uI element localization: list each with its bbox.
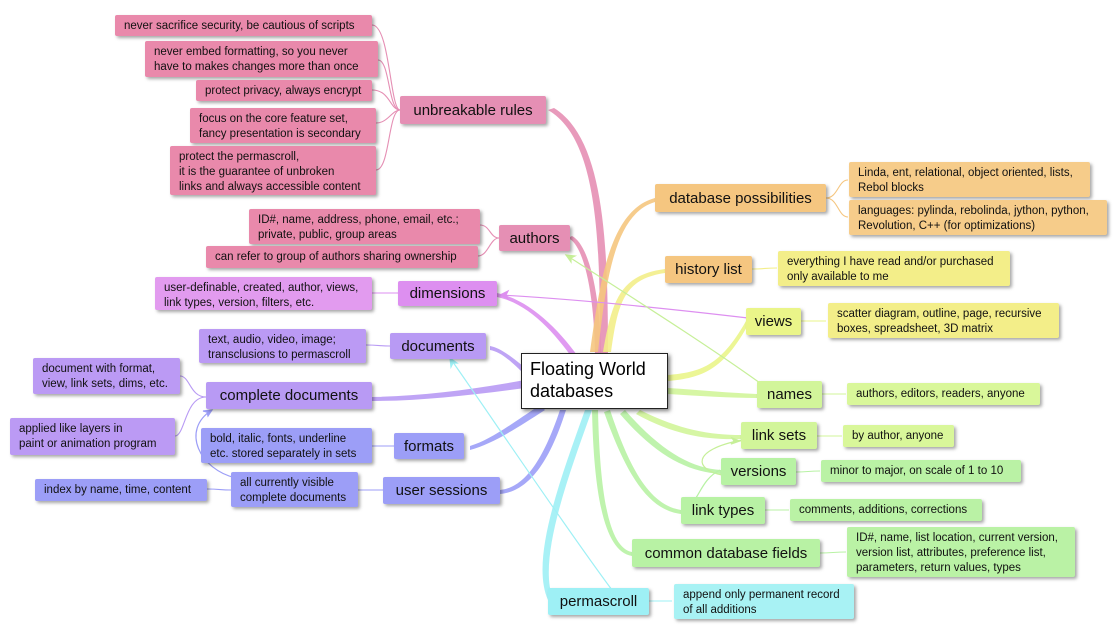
link-sets-branch: link sets bbox=[741, 422, 817, 449]
dimensions-branch: dimensions bbox=[398, 281, 497, 306]
database-possibilities-branch: database possibilities bbox=[655, 184, 826, 212]
names-branch: names bbox=[757, 381, 822, 408]
documents-branch: documents bbox=[390, 333, 486, 359]
complete-documents-branch: complete documents bbox=[206, 382, 372, 409]
authors-fields-leaf: ID#, name, address, phone, email, etc.; … bbox=[249, 209, 480, 244]
permascroll-branch: permascroll bbox=[548, 588, 649, 615]
documents-leaf: text, audio, video, image; transclusions… bbox=[199, 329, 366, 363]
link-sets-leaf: by author, anyone bbox=[843, 425, 954, 447]
rule-formatting-leaf: never embed formatting, so you never hav… bbox=[145, 41, 378, 77]
names-leaf: authors, editors, readers, anyone bbox=[847, 383, 1040, 405]
versions-branch: versions bbox=[721, 458, 796, 485]
views-branch: views bbox=[746, 308, 801, 335]
rule-privacy-leaf: protect privacy, always encrypt bbox=[196, 80, 372, 101]
link-types-branch: link types bbox=[681, 497, 765, 524]
formats-branch: formats bbox=[394, 433, 464, 459]
user-sessions-branch: user sessions bbox=[383, 477, 500, 504]
formats-leaf: bold, italic, fonts, underline etc. stor… bbox=[201, 428, 372, 463]
views-leaf: scatter diagram, outline, page, recursiv… bbox=[828, 303, 1059, 338]
common-database-fields-branch: common database fields bbox=[632, 539, 820, 567]
permascroll-leaf: append only permanent record of all addi… bbox=[674, 584, 854, 619]
versions-leaf: minor to major, on scale of 1 to 10 bbox=[821, 460, 1021, 482]
dimensions-leaf: user-definable, created, author, views, … bbox=[155, 277, 372, 310]
db-possibilities-leaf-2: languages: pylinda, rebolinda, jython, p… bbox=[849, 200, 1107, 235]
rule-permascroll-leaf: protect the permascroll, it is the guara… bbox=[170, 146, 376, 195]
history-list-branch: history list bbox=[665, 256, 752, 283]
db-possibilities-leaf-1: Linda, ent, relational, object oriented,… bbox=[849, 162, 1090, 197]
common-fields-leaf: ID#, name, list location, current versio… bbox=[847, 527, 1075, 577]
authors-branch: authors bbox=[499, 225, 570, 251]
unbreakable-rules-branch: unbreakable rules bbox=[400, 96, 546, 124]
central-topic: Floating World databases bbox=[521, 353, 668, 409]
link-types-leaf: comments, additions, corrections bbox=[790, 499, 982, 521]
sessions-leaf: all currently visible complete documents bbox=[231, 472, 358, 507]
rule-focus-leaf: focus on the core feature set, fancy pre… bbox=[190, 108, 376, 143]
sessions-index-leaf: index by name, time, content bbox=[35, 479, 207, 501]
complete-documents-leaf: document with format, view, link sets, d… bbox=[33, 358, 180, 394]
rule-security-leaf: never sacrifice security, be cautious of… bbox=[115, 15, 372, 36]
authors-group-leaf: can refer to group of authors sharing ow… bbox=[206, 246, 478, 268]
layers-leaf: applied like layers in paint or animatio… bbox=[10, 418, 175, 455]
history-list-leaf: everything I have read and/or purchased … bbox=[778, 251, 1010, 286]
